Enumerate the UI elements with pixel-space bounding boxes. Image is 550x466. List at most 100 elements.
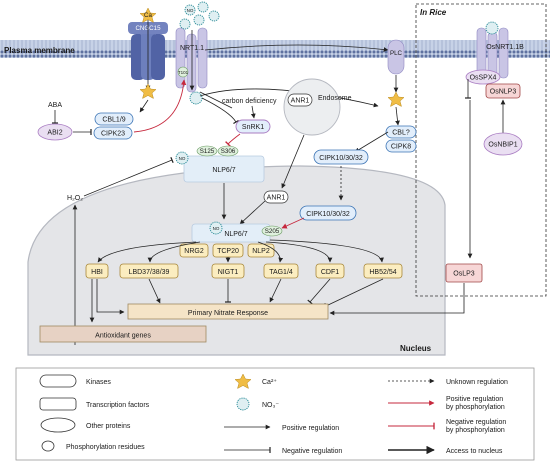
nlp67-cytosol-label: NLP6/7 [212, 167, 235, 174]
legend-phospho: Phosphorylation residues [66, 444, 145, 451]
cbl19-protein: CBL1/9 [94, 112, 134, 126]
cipk23-label: CIPK23 [101, 131, 125, 138]
legend-unknown: Unknown regulation [446, 379, 508, 386]
legend-tf-shape [39, 397, 77, 411]
endosome-label: Endosome [318, 95, 352, 102]
nlp67-target-arrows [97, 239, 384, 263]
cbl-to-cipk-arrow [354, 131, 389, 153]
cipk23-protein: CIPK23 [93, 126, 133, 140]
nucleus-label: Nucleus [400, 344, 432, 353]
nrt11-transporter: NRT1.1 T101 [175, 27, 208, 93]
tf-tag14: TAG1/4 [263, 263, 299, 279]
in-rice-label: In Rice [420, 8, 447, 17]
tf-tcp20: TCP20 [212, 243, 244, 258]
osnbip1-protein: OsNBIP1 [483, 132, 523, 156]
ca-to-cbl-arrow [395, 106, 400, 126]
snrk1-label: SnRK1 [242, 124, 264, 131]
plc-protein: PLC [387, 39, 405, 75]
tf-hbi: HBI [85, 263, 109, 279]
osnlp3-label: OsNLP3 [490, 89, 517, 96]
no3-inhibits-snrk1 [201, 97, 239, 125]
s205-label: S205 [265, 228, 280, 235]
tf-nlp2: NLP2 [247, 243, 275, 258]
nrt11-to-plc-arrow [204, 44, 389, 52]
legend-tf: Transcription factors [86, 402, 150, 409]
tf-to-pnr-arrows [96, 278, 384, 315]
tag14-label: TAG1/4 [269, 269, 293, 276]
oslp3-to-pnr-arrow [329, 283, 465, 316]
nlp2-label: NLP2 [252, 248, 270, 255]
s125-label: S125 [200, 148, 215, 155]
nrg2-label: NRG2 [184, 248, 204, 255]
snrk1-protein: SnRK1 [235, 119, 271, 134]
tf-hb5254: HB52/54 [363, 263, 403, 279]
pnr-label: Primary Nitrate Response [188, 310, 268, 317]
no3-ion-cytosol [189, 91, 203, 105]
cipk103032-b-label: CIPK10/30/32 [306, 211, 350, 218]
legend-pos-phos-1: Positive regulation [446, 396, 503, 403]
antioxidant-box: Antioxidant genes [39, 325, 207, 343]
no3-ion-nucleus-label: NO [213, 226, 220, 231]
anr1-nucleus-label: ANR1 [267, 195, 286, 202]
tf-nigt1: NIGT1 [211, 263, 245, 279]
cipk23-phos-t101-arrow [133, 79, 187, 133]
osspx4-label: OsSPX4 [470, 75, 497, 82]
osnbip1-label: OsNBIP1 [488, 142, 517, 149]
osspx4-protein: OsSPX4 [465, 69, 501, 85]
endosome: Endosome ANR1 [283, 78, 352, 136]
cipk103032-a-label: CIPK10/30/32 [319, 155, 363, 162]
snrk1-phos-nlp-arrow [225, 133, 241, 147]
lbd-label: LBD37/38/39 [129, 269, 170, 276]
no3-ion-top-label: NO [187, 8, 194, 13]
cipk8-protein: CIPK8 [385, 139, 417, 153]
ca-to-cbl19-arrow [139, 99, 149, 113]
tcp20-label: TCP20 [217, 248, 239, 255]
hbi-label: HBI [91, 269, 103, 276]
plasma-membrane: Plasma membrane [0, 40, 550, 58]
ca-star-plc [387, 91, 405, 108]
t101-label: T101 [178, 70, 189, 75]
h2o2-inhibits-nlp [83, 156, 174, 197]
antioxidant-label: Antioxidant genes [95, 333, 151, 340]
legend-neg-phos-1: Negative regulation [446, 419, 506, 426]
ca-star-cngc-inner [139, 83, 157, 100]
anr1-to-nlp-arrow [239, 200, 266, 225]
tf-nrg2: NRG2 [179, 243, 209, 258]
nlp67-cytosol: NLP6/7 S125 S306 NO [175, 145, 265, 183]
legend-pos-phos-2: by phosphorylation [446, 404, 505, 411]
legend: Kinases Transcription factors Other prot… [15, 367, 535, 461]
carbon-to-snrk1-arrow [250, 105, 256, 119]
anr1-endosome-label: ANR1 [291, 98, 310, 105]
ca-star-top-label: Ca [144, 12, 152, 19]
osnrt11b-transporter: OsNRT1.1B [476, 21, 524, 79]
cbl-unknown-protein: CBL? [385, 125, 417, 139]
cipk103032-nucleus: CIPK10/30/32 [299, 205, 357, 221]
legend-access: Access to nucleus [446, 448, 503, 455]
tf-lbd: LBD37/38/39 [119, 263, 179, 279]
oslp3-protein: OsLP3 [445, 263, 483, 283]
legend-other: Other proteins [86, 423, 131, 430]
nlp67-nucleus: NLP6/7 NO S205 [191, 221, 283, 243]
legend-kinases: Kinases [86, 379, 111, 386]
abi2-protein: ABI2 [37, 123, 73, 141]
legend-neg-phos-2: by phosphorylation [446, 427, 505, 434]
oslp3-label: OsLP3 [453, 271, 475, 278]
no3-ion-nlp-label: NO [179, 156, 186, 161]
aba-label: ABA [48, 102, 62, 109]
legend-positive: Positive regulation [282, 425, 339, 432]
osnlp3-protein: OsNLP3 [485, 83, 521, 99]
carbon-deficiency-label: carbon deficiency [222, 98, 277, 105]
plasma-membrane-label: Plasma membrane [4, 46, 75, 55]
abi2-label: ABI2 [47, 130, 62, 137]
ca-star-top: Ca [139, 7, 157, 24]
cipk8-label: CIPK8 [391, 144, 411, 151]
s306-label: S306 [221, 148, 236, 155]
cbl-unknown-label: CBL? [392, 130, 410, 137]
anr1-nucleus: ANR1 [263, 190, 289, 204]
h2o2-label: H₂O₂ [67, 195, 83, 202]
nlp67-nucleus-label: NLP6/7 [224, 231, 247, 238]
cbl19-label: CBL1/9 [102, 117, 125, 124]
legend-no3: NO₃⁻ [262, 402, 279, 409]
no3-to-anr1-link [199, 91, 233, 109]
osnrt11b-label: OsNRT1.1B [486, 44, 524, 51]
